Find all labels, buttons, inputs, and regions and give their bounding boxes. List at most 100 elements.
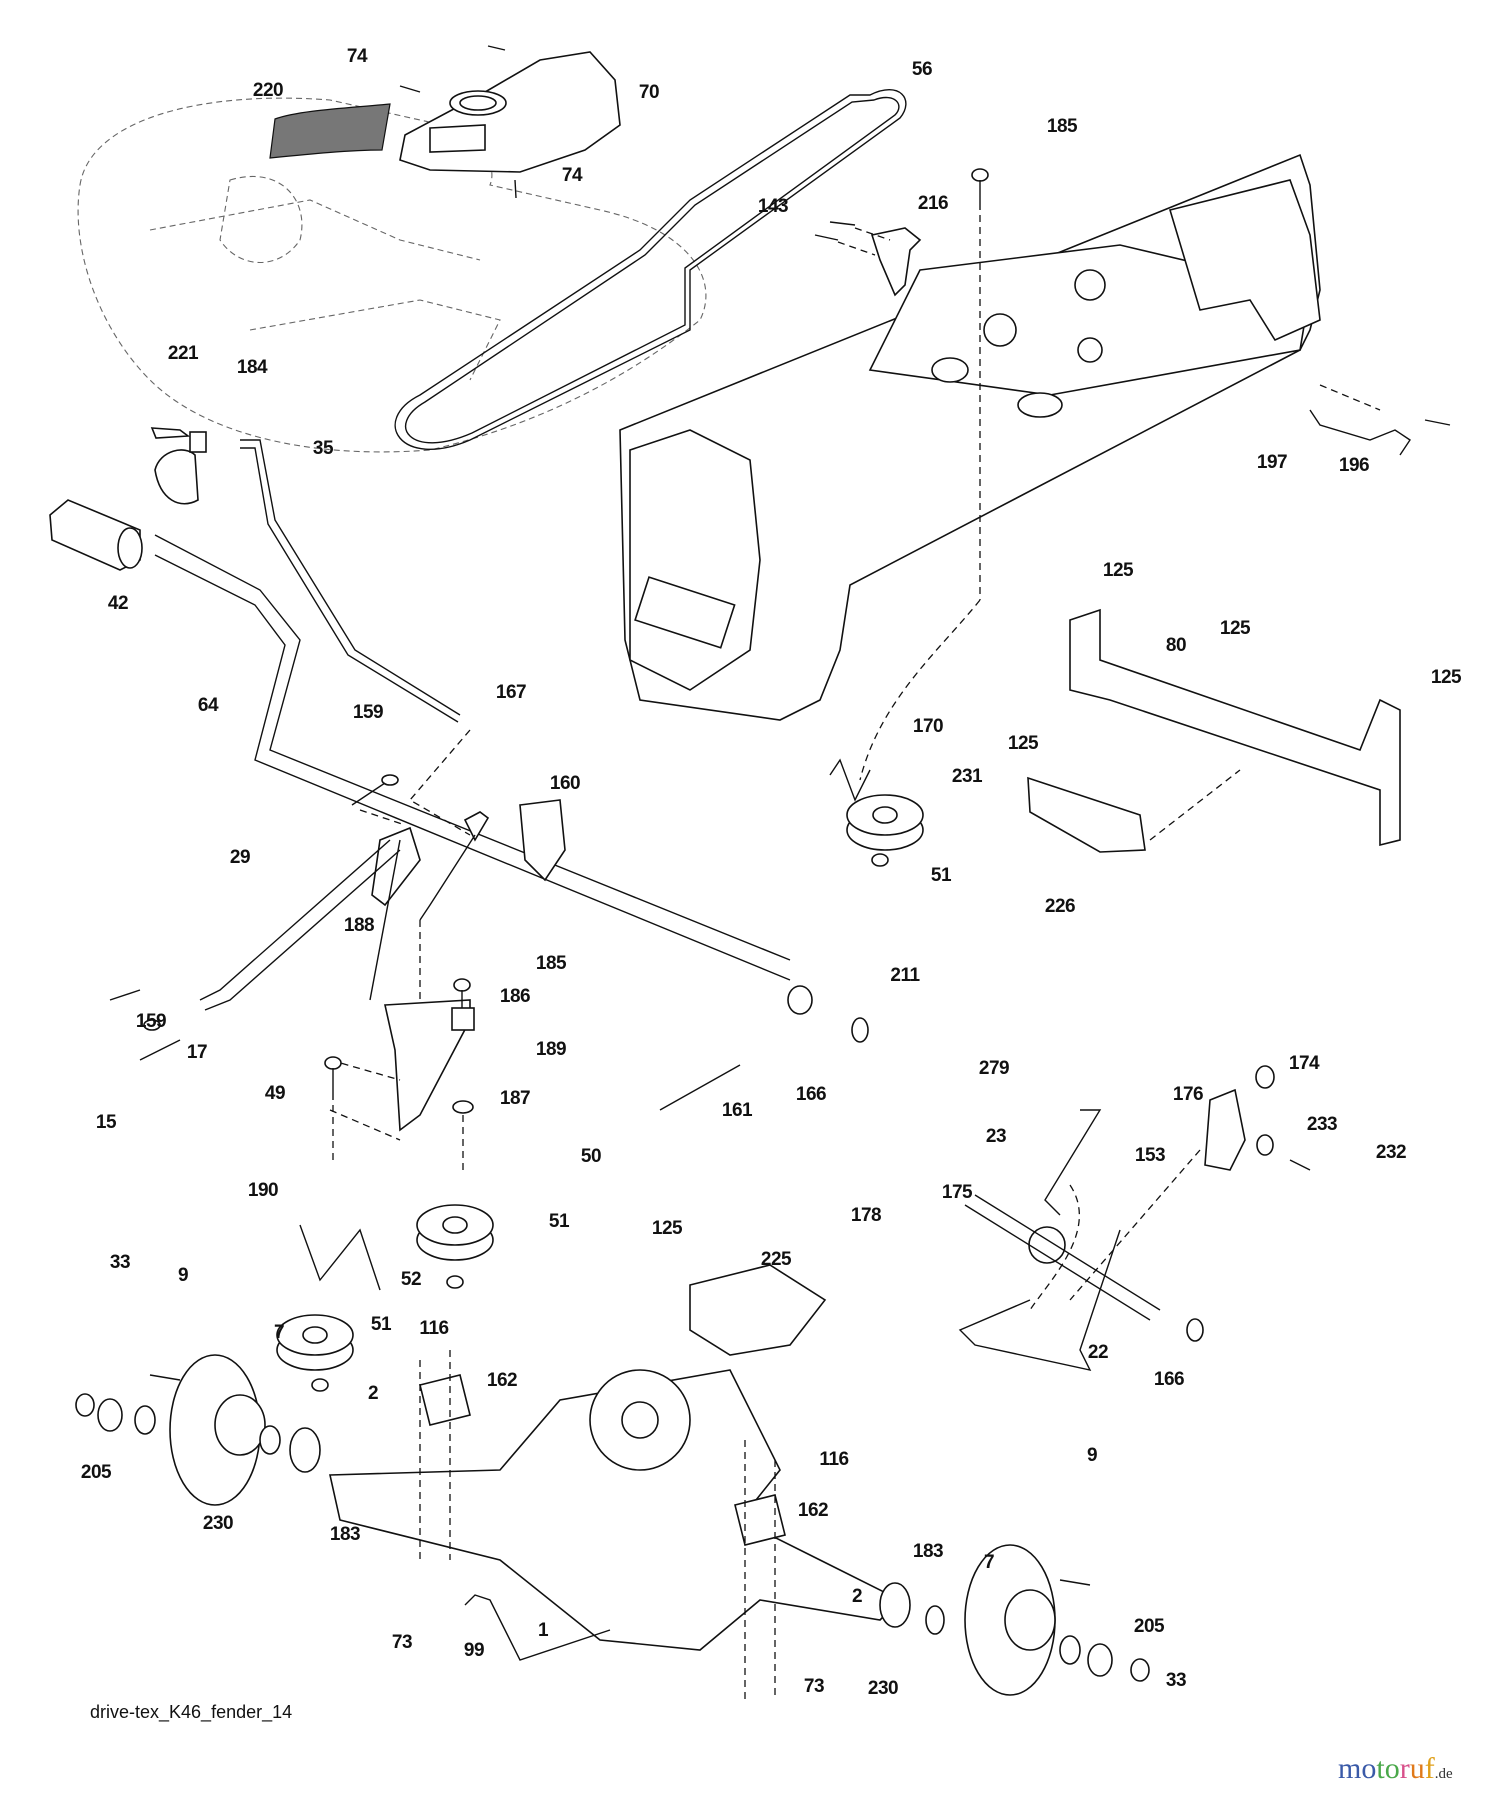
callout-washer: 205 xyxy=(1133,1616,1165,1637)
callout-retaining-ring: 33 xyxy=(109,1252,131,1273)
callout-bushing: 186 xyxy=(499,986,531,1007)
callout-cotter-pin: 159 xyxy=(352,702,384,723)
callout-retaining-ring: 33 xyxy=(1165,1670,1187,1691)
callout-nut: 116 xyxy=(819,1449,849,1470)
callout-screw: 74 xyxy=(561,165,583,186)
callout-key: 2 xyxy=(851,1586,863,1607)
callout-bracket: 162 xyxy=(486,1370,518,1391)
idler-pulley-231 xyxy=(829,758,924,867)
callout-idler-arm: 189 xyxy=(535,1039,567,1060)
callout-nut: 51 xyxy=(548,1211,570,1232)
callout-bolt: 73 xyxy=(803,1676,825,1697)
decal-220 xyxy=(269,103,391,159)
callout-bolt: 125 xyxy=(1102,560,1134,581)
callout-idler-pulley: 231 xyxy=(951,766,983,787)
callout-bolt: 73 xyxy=(391,1632,413,1653)
bracket-80 xyxy=(1028,610,1401,853)
callout-bolt: 125 xyxy=(1219,618,1251,639)
callout-bracket: 225 xyxy=(760,1249,792,1270)
callout-spring: 170 xyxy=(912,716,944,737)
callout-knob: 184 xyxy=(236,357,268,378)
logo-letter: o xyxy=(1384,1752,1400,1785)
rod-188 xyxy=(419,834,476,921)
callout-spacer: 183 xyxy=(329,1524,361,1545)
callout-rod: 35 xyxy=(312,438,334,459)
callout-carriage-bolt: 185 xyxy=(1046,116,1078,137)
callout-cap: 23 xyxy=(985,1126,1007,1147)
callout-washer: 166 xyxy=(795,1084,827,1105)
callout-nut: 116 xyxy=(419,1318,449,1339)
tractor-frame xyxy=(619,153,1321,721)
spring-161 xyxy=(659,1064,741,1111)
motoruf-logo[interactable]: motoruf.de xyxy=(1338,1754,1453,1784)
callout-cotter-pin: 159 xyxy=(135,1011,167,1032)
wheel-hub-left xyxy=(75,1354,321,1506)
logo-letter: o xyxy=(1361,1752,1377,1785)
knob-184 xyxy=(150,427,207,505)
brake-linkage-right xyxy=(958,1065,1311,1371)
callout-spring: 161 xyxy=(721,1100,753,1121)
rod-35 xyxy=(240,439,461,723)
callout-washer: 230 xyxy=(202,1513,234,1534)
spring-17 xyxy=(109,989,181,1061)
callout-spring: 17 xyxy=(186,1042,208,1063)
callout-rod: 279 xyxy=(978,1058,1010,1079)
grip-42 xyxy=(49,499,143,571)
callout-washer: 187 xyxy=(499,1088,531,1109)
drive-belt-56 xyxy=(394,89,907,450)
callout-bolt: 9 xyxy=(1086,1445,1098,1466)
callout-clip: 160 xyxy=(549,773,581,794)
callout-spacer: 183 xyxy=(912,1541,944,1562)
callout-bolt: 125 xyxy=(1430,667,1462,688)
logo-letter: m xyxy=(1338,1752,1362,1785)
callout-bracket: 80 xyxy=(1165,635,1187,656)
logo-letter: r xyxy=(1399,1752,1410,1785)
rod-197 xyxy=(1309,384,1451,456)
bushing-211 xyxy=(787,985,869,1043)
callout-fender-console: 70 xyxy=(638,82,660,103)
callout-bolt: 125 xyxy=(1007,733,1039,754)
pulley-50 xyxy=(416,1204,494,1289)
callout-bolt: 143 xyxy=(757,196,789,217)
linkage-parts xyxy=(199,729,566,1011)
callout-bolt: 232 xyxy=(1375,1142,1407,1163)
callout-washer: 230 xyxy=(867,1678,899,1699)
callout-washer: 205 xyxy=(80,1462,112,1483)
callout-clip: 153 xyxy=(1134,1145,1166,1166)
rod-99 xyxy=(464,1594,611,1661)
callout-spring: 190 xyxy=(247,1180,279,1201)
callout-carriage-bolt: 49 xyxy=(264,1083,286,1104)
callout-bracket: 176 xyxy=(1172,1084,1204,1105)
logo-letter: u xyxy=(1409,1752,1425,1785)
diagram-footer-label: drive-tex_K46_fender_14 xyxy=(90,1702,293,1722)
logo-letter: t xyxy=(1376,1752,1385,1785)
belt-guide-216 xyxy=(814,221,922,297)
callout-grip: 42 xyxy=(107,593,129,614)
callout-key: 2 xyxy=(367,1383,379,1404)
callout-rod: 197 xyxy=(1256,452,1288,473)
callout-washer: 15 xyxy=(95,1112,117,1133)
fender-console-70 xyxy=(399,51,621,173)
callout-rod: 175 xyxy=(941,1182,973,1203)
callout-shift-lever: 64 xyxy=(197,695,219,716)
carriage-bolt-185 xyxy=(859,168,989,781)
logo-letter: f xyxy=(1424,1752,1435,1785)
logo-suffix: .de xyxy=(1434,1766,1453,1782)
callout-washer: 166 xyxy=(1153,1369,1185,1390)
shift-lever-64 xyxy=(154,534,791,981)
callout-rod: 29 xyxy=(229,847,251,868)
callout-hairpin-clip: 221 xyxy=(167,343,199,364)
transaxle-1 xyxy=(329,1350,902,1700)
bracket-225 xyxy=(689,1264,827,1356)
callout-nut: 51 xyxy=(930,865,952,886)
callout-washer: 233 xyxy=(1306,1114,1338,1135)
callout-pulley: 52 xyxy=(400,1269,422,1290)
pulley-52 xyxy=(276,1224,381,1392)
callout-bolt: 196 xyxy=(1338,455,1370,476)
callout-pulley: 50 xyxy=(580,1146,602,1167)
callout-bolt: 9 xyxy=(177,1265,189,1286)
wheel-hub-right xyxy=(879,1544,1150,1696)
callout-bracket: 226 xyxy=(1044,896,1076,917)
screws-74 xyxy=(399,45,517,199)
